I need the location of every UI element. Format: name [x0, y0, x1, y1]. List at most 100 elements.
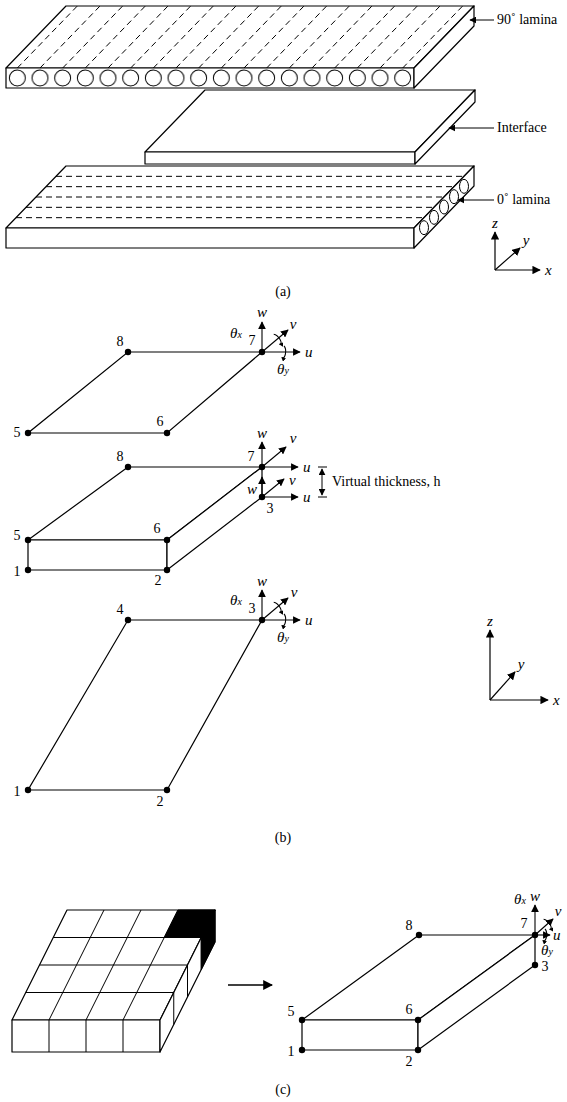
dof-arrow — [262, 466, 298, 467]
rotation-label: θx — [514, 891, 526, 908]
dof-label: w — [247, 481, 257, 498]
node-dot — [532, 962, 538, 968]
rotation-label: θy — [277, 629, 289, 646]
axis-arrow — [494, 232, 495, 270]
node-dot — [164, 567, 170, 573]
node-dot — [416, 932, 422, 938]
node-number: 7 — [521, 916, 528, 931]
leader-arrow — [470, 20, 494, 21]
dof-label: u — [305, 344, 313, 361]
fiber-end — [440, 200, 449, 214]
rotation-symbol — [543, 929, 547, 941]
axis-triad — [490, 630, 548, 700]
node-dots — [25, 349, 265, 793]
axis-arrow — [495, 269, 540, 270]
lamina-front-face — [6, 228, 414, 248]
dof-label: w — [530, 888, 540, 905]
layer-label: Interface — [497, 120, 547, 135]
node-number: 2 — [157, 794, 164, 809]
element-side-face — [418, 935, 535, 1050]
node-number: 7 — [248, 449, 255, 464]
node-number: 8 — [117, 334, 124, 349]
interface-layer — [145, 90, 475, 164]
node-dot — [415, 1047, 421, 1053]
leader-arrows — [449, 20, 494, 200]
axis-label: y — [523, 232, 530, 249]
leader-arrow — [458, 200, 494, 201]
dimension-line — [322, 469, 323, 495]
element-front-face — [302, 1020, 418, 1050]
interface-front-face — [145, 152, 415, 164]
dof-arrow — [261, 442, 262, 467]
leader-arrow — [449, 128, 494, 129]
interface-element — [302, 935, 535, 1050]
dof-label: v — [290, 316, 297, 333]
node-number: 3 — [249, 601, 256, 616]
rotation-label: θx — [230, 325, 242, 342]
dimension-label: Virtual thickness, h — [332, 474, 440, 489]
panel-label: (a) — [275, 284, 291, 299]
dof-arrow — [262, 496, 298, 497]
node-number: 6 — [157, 414, 164, 429]
dof-arrow — [262, 447, 286, 467]
panel-label: (c) — [275, 1082, 291, 1097]
layer-label: 90˚ lamina — [497, 12, 557, 27]
node-number: 4 — [117, 602, 124, 617]
plate-element — [28, 352, 262, 433]
rotation-label: θy — [541, 942, 553, 959]
node-dot — [299, 1017, 305, 1023]
node-dot — [164, 537, 170, 543]
dof-label: w — [257, 573, 267, 590]
fiber-end — [420, 221, 429, 235]
fiber-ends — [420, 179, 469, 234]
lamina-0 — [6, 166, 474, 248]
lamina-top-face — [6, 6, 474, 68]
axis-arrow — [489, 630, 490, 700]
dof-label: w — [257, 425, 267, 442]
axis-arrow — [490, 672, 515, 700]
fiber-end — [460, 179, 469, 193]
node-number: 1 — [288, 1044, 295, 1059]
dof-arrow — [262, 619, 300, 620]
node-dot — [164, 787, 170, 793]
node-number: 1 — [14, 784, 21, 799]
dof-arrow — [261, 590, 262, 620]
axis-arrow — [495, 248, 520, 270]
rotation-label: θx — [230, 592, 242, 609]
node-dot — [25, 430, 31, 436]
dof-label: u — [553, 927, 561, 944]
rotation-symbol — [272, 333, 282, 344]
node-dot — [415, 1017, 421, 1023]
axis-label: z — [492, 215, 498, 232]
interface-element — [28, 467, 262, 570]
axis-label: z — [487, 613, 493, 630]
panel-label: (b) — [275, 830, 291, 845]
dof-arrow — [262, 479, 284, 497]
axis-label: y — [518, 656, 525, 673]
dof-label: v — [289, 472, 296, 489]
rotation-symbol — [282, 614, 286, 626]
dof-label: v — [291, 584, 298, 601]
dof-arrow — [535, 934, 550, 935]
interface-side-face — [415, 90, 475, 164]
dof-arrow — [262, 351, 300, 352]
thickness-dimension — [318, 467, 327, 497]
rotation-symbol — [542, 918, 553, 929]
fiber-end — [430, 210, 439, 224]
node-dot — [25, 787, 31, 793]
node-number: 3 — [267, 501, 274, 516]
node-number: 5 — [14, 528, 21, 543]
fiber-ends — [6, 68, 414, 88]
mesh-block — [12, 910, 215, 1052]
node-number: 2 — [406, 1054, 413, 1069]
node-number: 1 — [14, 564, 21, 579]
node-number: 8 — [117, 449, 124, 464]
dof-label: v — [555, 903, 562, 920]
lamina-90 — [6, 6, 474, 88]
element-side-face — [167, 467, 262, 570]
node-number: 7 — [249, 333, 256, 348]
node-number: 5 — [14, 425, 21, 440]
node-number: 2 — [155, 573, 162, 588]
